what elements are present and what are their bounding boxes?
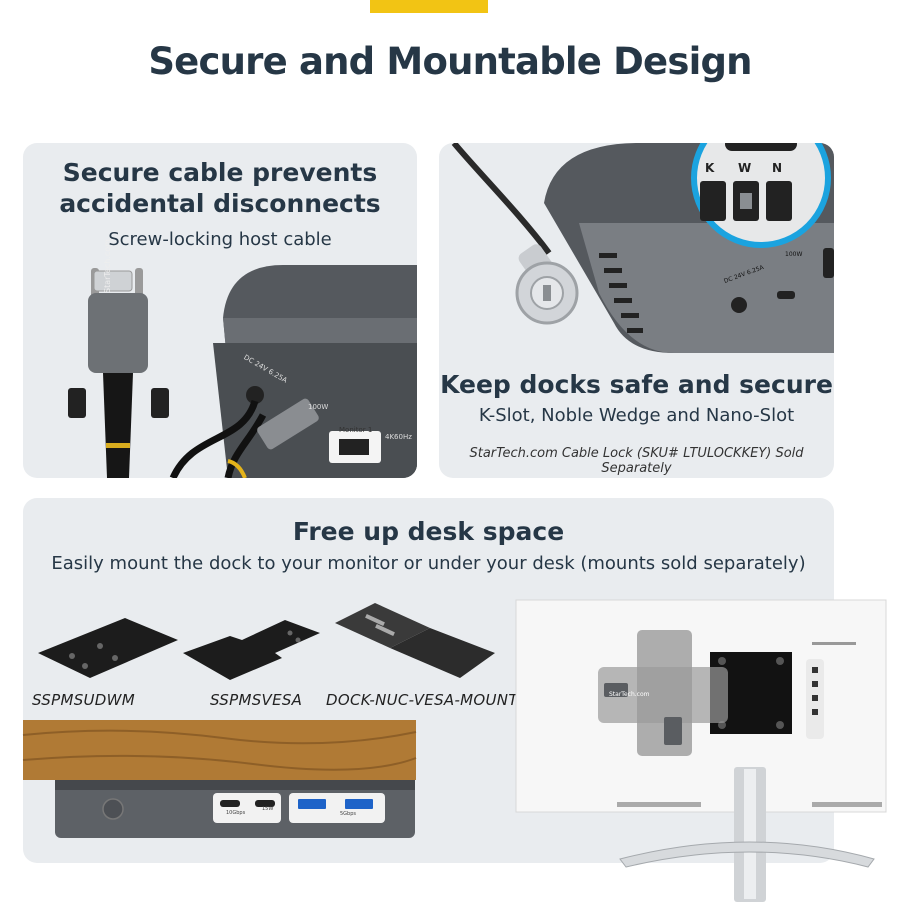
- lock-subheading: K-Slot, Noble Wedge and Nano-Slot: [478, 405, 795, 426]
- desk-heading: Free up desk space: [292, 517, 565, 546]
- cable-panel: Secure cable prevents accidental disconn…: [23, 143, 417, 478]
- cable-subheading: Screw-locking host cable: [108, 229, 332, 250]
- dock-monitor-label: Monitor 1: [339, 426, 373, 434]
- desk-subheading: Easily mount the dock to your monitor or…: [51, 553, 806, 574]
- slot-letter-k: K: [705, 161, 715, 175]
- mount-label-3: DOCK-NUC-VESA-MOUNT: [326, 691, 518, 709]
- accent-bar: [370, 0, 488, 13]
- dock-port-label-15w: 15W: [262, 806, 274, 812]
- monitor-illustration: [515, 599, 887, 902]
- page-title: Secure and Mountable Design: [148, 40, 752, 83]
- lock-dock-port-label: 100W: [785, 251, 803, 258]
- dock-port-label: 100W: [308, 403, 329, 411]
- mounts-illustration: [38, 603, 495, 680]
- lock-heading: Keep docks safe and secure: [440, 370, 833, 399]
- lock-panel: K W N DC 24V 6.25A 100W Keep docks safe …: [439, 143, 834, 478]
- under-desk-illustration: [22, 720, 417, 838]
- cable-dock-illustration: [68, 265, 417, 478]
- slot-letter-w: W: [738, 161, 752, 175]
- cable-heading-line2: accidental disconnects: [59, 189, 381, 218]
- lock-dock-illustration: [451, 143, 834, 353]
- mount-label-1: SSPMSUDWM: [32, 691, 136, 709]
- cable-heading: Secure cable prevents accidental disconn…: [23, 157, 417, 219]
- monitor-dock-brand-label: StarTech.com: [609, 691, 650, 698]
- slot-letter-n: N: [772, 161, 783, 175]
- cable-heading-line1: Secure cable prevents: [62, 158, 378, 187]
- cable-brand-label: StarTech.com: [103, 239, 112, 293]
- dock-resolution-label: 4K60Hz: [385, 433, 412, 441]
- dock-port-label-10gbps: 10Gbps: [226, 810, 246, 816]
- lock-note: StarTech.com Cable Lock (SKU# LTULOCKKEY…: [469, 446, 804, 476]
- dock-port-label-5gbps: 5Gbps: [340, 811, 357, 817]
- mount-label-2: SSPMSVESA: [210, 691, 303, 709]
